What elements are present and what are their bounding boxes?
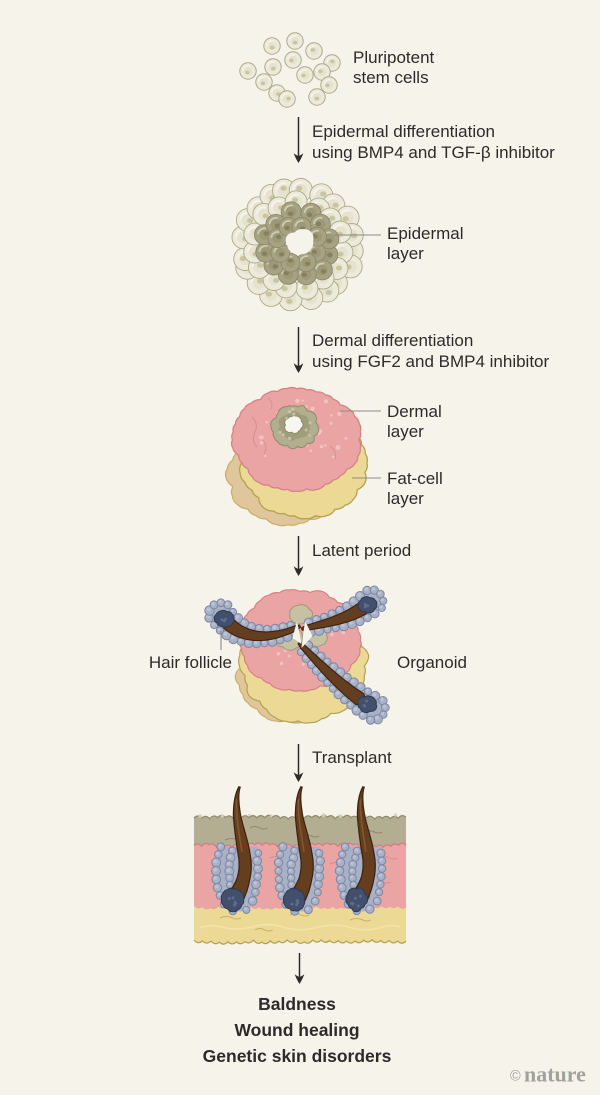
svg-text:Dermal: Dermal: [387, 402, 442, 421]
svg-text:Organoid: Organoid: [397, 653, 467, 672]
svg-text:©: ©: [510, 1069, 521, 1085]
svg-text:Latent period: Latent period: [312, 541, 411, 560]
svg-text:layer: layer: [387, 489, 424, 508]
svg-text:layer: layer: [387, 244, 424, 263]
svg-text:Epidermal differentiation: Epidermal differentiation: [312, 122, 495, 141]
svg-text:Epidermal: Epidermal: [387, 224, 464, 243]
svg-text:nature: nature: [524, 1062, 586, 1087]
svg-text:using FGF2 and BMP4 inhibitor: using FGF2 and BMP4 inhibitor: [312, 352, 550, 371]
svg-text:Hair follicle: Hair follicle: [149, 653, 232, 672]
svg-text:using BMP4 and TGF-β inhibitor: using BMP4 and TGF-β inhibitor: [312, 143, 555, 162]
svg-text:Wound healing: Wound healing: [234, 1020, 359, 1040]
svg-text:layer: layer: [387, 422, 424, 441]
svg-text:Pluripotent: Pluripotent: [353, 48, 435, 67]
svg-text:Genetic skin disorders: Genetic skin disorders: [203, 1046, 392, 1066]
svg-text:Transplant: Transplant: [312, 748, 392, 767]
svg-text:Baldness: Baldness: [258, 994, 336, 1014]
svg-text:Fat-cell: Fat-cell: [387, 469, 443, 488]
svg-text:Dermal differentiation: Dermal differentiation: [312, 331, 473, 350]
svg-text:stem cells: stem cells: [353, 68, 429, 87]
